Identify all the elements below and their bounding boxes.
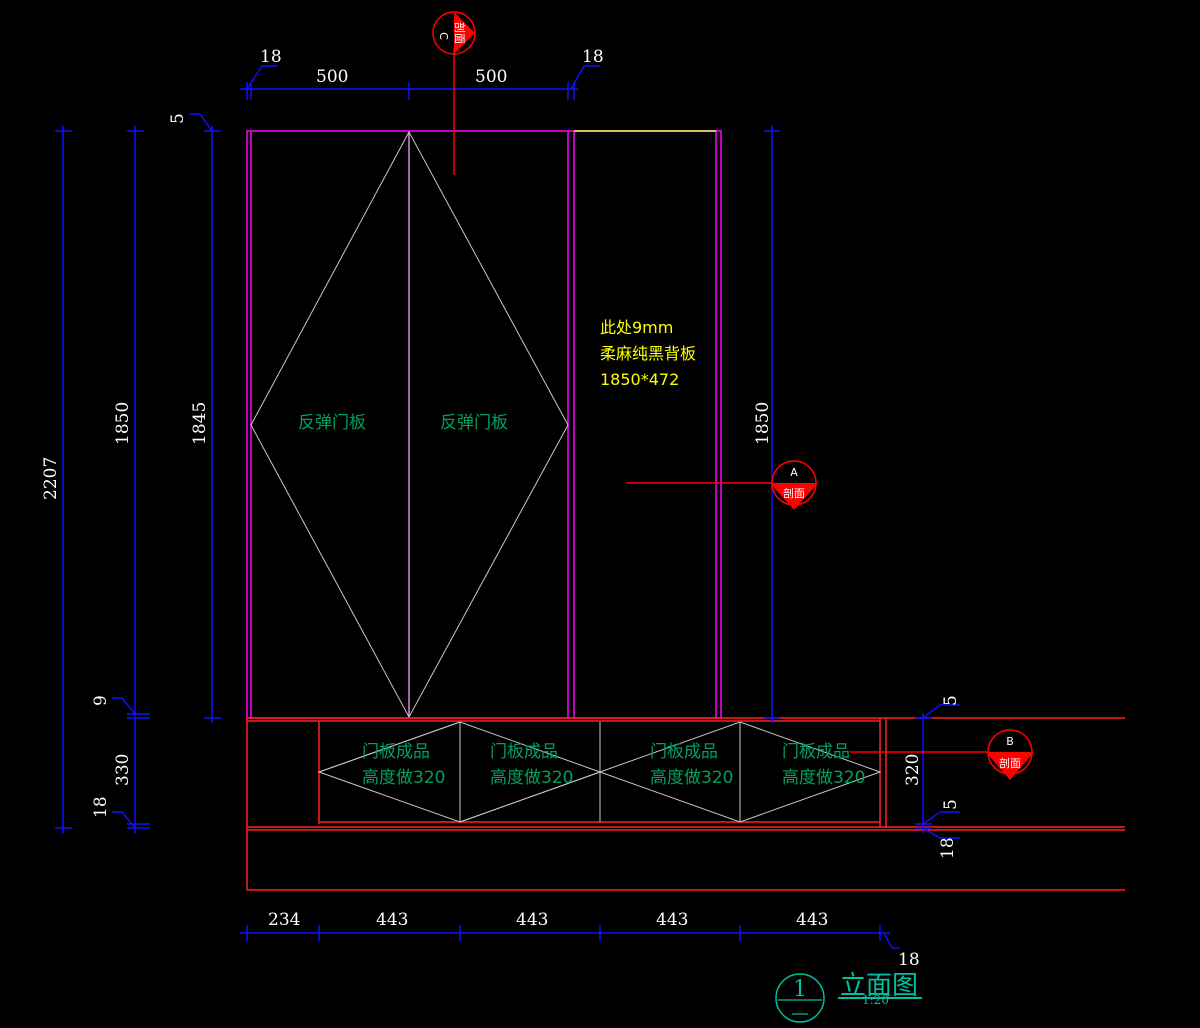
dim-left-2207: 2207 <box>41 457 61 500</box>
back-panel-label-2: 柔麻纯黑背板 <box>600 344 696 363</box>
section-marker-c: C 剖面 <box>432 11 476 175</box>
dim-right-5-top: 5 <box>941 695 961 706</box>
dim-bottom-443-c: 443 <box>656 910 688 930</box>
drawer-label-1d: 门板成品 <box>782 742 850 762</box>
dim-bottom-443-b: 443 <box>516 910 548 930</box>
upper-door-label-left: 反弹门板 <box>298 413 366 433</box>
section-a-text: 剖面 <box>783 486 805 500</box>
right-5-top-leader <box>922 704 960 719</box>
title-number: 1 <box>793 977 807 1002</box>
drawer-diagonal-b <box>459 771 601 823</box>
dim-top-500-left: 500 <box>316 67 348 87</box>
dim-bottom-443-a: 443 <box>376 910 408 930</box>
section-b-arrow <box>986 752 1034 780</box>
dim-left-9: 9 <box>91 695 111 706</box>
drawer-label-1c: 门板成品 <box>650 742 718 762</box>
dim-top-left-18: 18 <box>260 47 282 67</box>
drawer-label-2b: 高度做320 <box>490 768 573 788</box>
section-b-letter: B <box>1006 735 1014 748</box>
upper-door-diamonds <box>250 130 569 719</box>
drawer-label-1b: 门板成品 <box>490 742 558 762</box>
dim-bottom-234: 234 <box>268 910 300 930</box>
dim-right-18: 18 <box>938 837 958 859</box>
back-panel-label-3: 1850*472 <box>600 370 679 389</box>
drawer-label-2a: 高度做320 <box>362 768 445 788</box>
bottom-18-leader <box>883 932 900 949</box>
drawer-diamond-2 <box>598 721 882 823</box>
left-9-leader <box>112 697 136 715</box>
section-marker-a: A 剖面 <box>626 460 818 510</box>
drawer-label-2c: 高度做320 <box>650 768 733 788</box>
dim-left-1845: 1845 <box>190 402 210 445</box>
section-c-text: 剖面 <box>453 22 467 44</box>
dim-bottom-18: 18 <box>898 950 920 970</box>
dim-left-330: 330 <box>113 754 133 786</box>
dim-top-right-18: 18 <box>582 47 604 67</box>
drawer-label-2d: 高度做320 <box>782 768 865 788</box>
left-5-leader <box>190 113 213 132</box>
section-c-arrow <box>454 12 475 54</box>
drawer-diamonds <box>317 721 882 823</box>
top-right-leader <box>570 65 600 90</box>
title-text: 立面图 <box>840 971 918 1001</box>
top-left-leader <box>246 65 278 90</box>
left-18-leader <box>112 811 136 829</box>
dim-left-1850: 1850 <box>113 402 133 445</box>
title-circle <box>775 973 825 1023</box>
right-18-leader <box>922 827 960 839</box>
dimension-lines <box>55 65 960 949</box>
title-scale: 1:20 <box>862 993 889 1007</box>
base-cabinet <box>246 717 1125 891</box>
upper-door-label-right: 反弹门板 <box>440 413 508 433</box>
dim-right-1850: 1850 <box>753 402 773 445</box>
right-5-bottom-leader <box>922 811 960 825</box>
section-b-text: 剖面 <box>999 756 1021 770</box>
dim-left-18: 18 <box>91 796 111 818</box>
dim-bottom-443-d: 443 <box>796 910 828 930</box>
section-a-arrow <box>770 483 818 510</box>
section-a-letter: A <box>790 466 798 479</box>
back-panel-label-1: 此处9mm <box>600 318 673 337</box>
section-marker-b: B 剖面 <box>850 729 1034 780</box>
dim-right-5-bottom: 5 <box>941 799 961 810</box>
title-block: 1 立面图 1:20 <box>775 971 922 1023</box>
section-c-letter: C <box>437 32 450 40</box>
dim-right-320: 320 <box>903 754 923 786</box>
drawer-diagonal-a <box>318 721 461 773</box>
dim-left-5: 5 <box>168 113 188 124</box>
drawer-label-1a: 门板成品 <box>362 742 430 762</box>
dim-top-500-right: 500 <box>475 67 507 87</box>
